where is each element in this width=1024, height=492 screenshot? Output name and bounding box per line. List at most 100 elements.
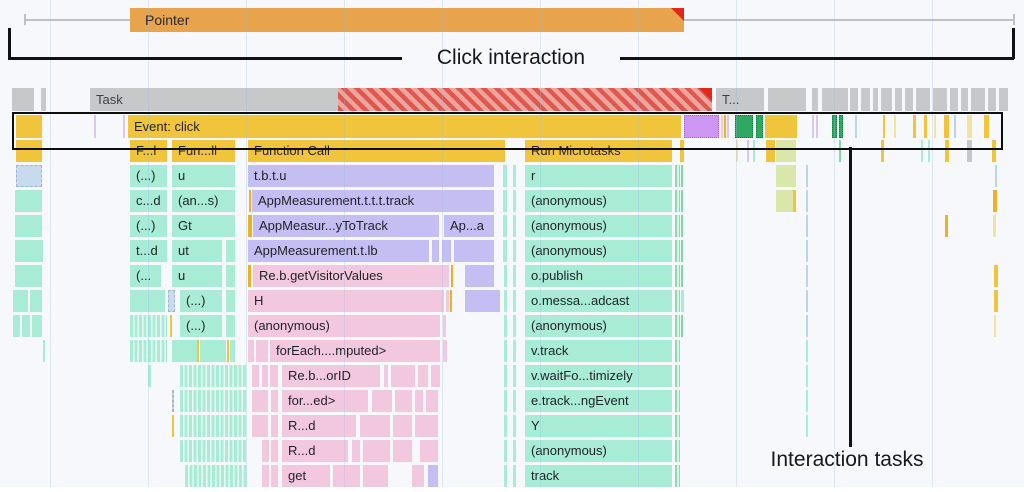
flame-fragment[interactable]	[503, 190, 507, 212]
flame-fragment[interactable]	[256, 340, 268, 362]
flame-fragment[interactable]	[513, 340, 516, 362]
flame-fragment[interactable]	[504, 415, 508, 437]
flame-fragment[interactable]	[360, 415, 390, 437]
event-fragment[interactable]	[984, 115, 989, 138]
flame-fragment[interactable]	[395, 390, 412, 412]
flame-fragment[interactable]	[185, 465, 247, 487]
flame-bar[interactable]: (anonymous)	[248, 315, 440, 337]
flame-fragment[interactable]	[148, 365, 151, 387]
flame-bar[interactable]: Gt	[172, 215, 235, 237]
flame-fragment[interactable]	[736, 140, 738, 162]
flame-fragment[interactable]	[446, 290, 449, 312]
flame-fragment[interactable]	[249, 190, 251, 212]
flame-fragment[interactable]	[504, 390, 508, 412]
task-bar[interactable]: T...	[716, 88, 764, 111]
flame-bar[interactable]: AppMeasurement.t.lb	[248, 240, 429, 262]
event-bar[interactable]: Event: click	[128, 115, 681, 138]
flame-bar[interactable]: t.b.t.u	[248, 165, 494, 187]
event-fragment[interactable]	[944, 115, 949, 138]
flame-fragment[interactable]	[681, 215, 683, 237]
flame-fragment[interactable]	[776, 190, 793, 212]
flame-fragment[interactable]	[681, 190, 683, 212]
flame-fragment[interactable]	[994, 315, 996, 337]
flame-bar[interactable]: (anonymous)	[525, 240, 672, 262]
task-fragment[interactable]	[768, 88, 806, 111]
flame-fragment[interactable]	[363, 465, 388, 487]
flame-fragment[interactable]	[994, 290, 998, 312]
flame-fragment[interactable]	[271, 440, 278, 462]
flame-fragment[interactable]	[418, 365, 428, 387]
flame-fragment[interactable]	[513, 215, 516, 237]
flame-fragment[interactable]	[172, 390, 174, 412]
flame-fragment[interactable]	[226, 265, 235, 287]
flame-fragment[interactable]	[513, 415, 516, 437]
flame-fragment[interactable]	[945, 140, 949, 162]
flame-fragment[interactable]	[504, 465, 508, 487]
flame-bar[interactable]: Y	[525, 415, 672, 437]
flame-fragment[interactable]	[227, 340, 229, 362]
flame-fragment[interactable]	[431, 365, 440, 387]
flame-fragment[interactable]	[513, 265, 516, 287]
event-fragment[interactable]	[94, 115, 96, 138]
flame-bar[interactable]: (...)	[180, 290, 222, 312]
flame-fragment[interactable]	[30, 290, 42, 312]
flame-fragment[interactable]	[503, 240, 507, 262]
flame-fragment[interactable]	[681, 165, 683, 187]
flame-fragment[interactable]	[504, 340, 508, 362]
flame-bar[interactable]: for...ed>	[282, 390, 368, 412]
flame-fragment[interactable]	[675, 315, 680, 337]
flame-fragment[interactable]	[806, 215, 808, 237]
flame-fragment[interactable]	[513, 315, 516, 337]
flame-fragment[interactable]	[680, 140, 684, 162]
flame-fragment[interactable]	[806, 390, 808, 412]
flame-fragment[interactable]	[226, 240, 235, 262]
flame-fragment[interactable]	[921, 140, 923, 162]
flame-fragment[interactable]	[504, 265, 508, 287]
flame-bar[interactable]: ut	[172, 240, 222, 262]
flame-bar[interactable]: Re.b...orID	[282, 365, 380, 387]
flame-fragment[interactable]	[15, 215, 42, 237]
flame-fragment[interactable]	[806, 340, 808, 362]
flame-fragment[interactable]	[450, 290, 452, 312]
task-fragment[interactable]	[905, 88, 913, 111]
flame-fragment[interactable]	[428, 465, 438, 487]
flame-fragment[interactable]	[993, 215, 996, 237]
flame-fragment[interactable]	[252, 415, 268, 437]
flame-fragment[interactable]	[226, 315, 235, 337]
flame-bar[interactable]: AppMeasur...yToTrack	[253, 215, 439, 237]
flame-fragment[interactable]	[363, 440, 390, 462]
flame-bar[interactable]: o.messa...adcast	[525, 290, 672, 312]
flame-fragment[interactable]	[766, 140, 775, 162]
flame-fragment[interactable]	[503, 165, 507, 187]
flame-fragment[interactable]	[675, 265, 680, 287]
flame-fragment[interactable]	[180, 440, 247, 462]
flame-fragment[interactable]	[130, 315, 167, 337]
flame-fragment[interactable]	[776, 165, 796, 187]
event-fragment[interactable]	[756, 115, 763, 138]
event-fragment[interactable]	[812, 115, 814, 138]
flame-fragment[interactable]	[226, 290, 235, 312]
flame-fragment[interactable]	[513, 365, 516, 387]
task-fragment[interactable]	[988, 88, 996, 111]
event-fragment[interactable]	[954, 115, 956, 138]
flame-fragment[interactable]	[180, 415, 247, 437]
flame-fragment[interactable]	[513, 390, 516, 412]
flame-fragment[interactable]	[839, 140, 841, 162]
flame-fragment[interactable]	[504, 290, 508, 312]
flame-fragment[interactable]	[391, 365, 415, 387]
flame-fragment[interactable]	[32, 315, 42, 337]
flame-bar[interactable]: F...l	[130, 140, 167, 162]
flame-fragment[interactable]	[248, 265, 251, 287]
flame-bar[interactable]: c...d	[130, 190, 167, 212]
flame-bar[interactable]: get	[282, 465, 330, 487]
flame-fragment[interactable]	[442, 240, 451, 262]
flame-fragment[interactable]	[513, 465, 516, 487]
flame-fragment[interactable]	[432, 240, 439, 262]
flame-bar[interactable]: u	[172, 165, 235, 187]
flame-fragment[interactable]	[170, 315, 172, 337]
flame-bar[interactable]: AppMeasurement.t.t.t.track	[252, 190, 494, 212]
flame-bar[interactable]: Re.b.getVisitorValues	[253, 265, 449, 287]
flame-fragment[interactable]	[513, 240, 516, 262]
flame-fragment[interactable]	[675, 215, 680, 237]
task-bar[interactable]: Task	[90, 88, 338, 111]
